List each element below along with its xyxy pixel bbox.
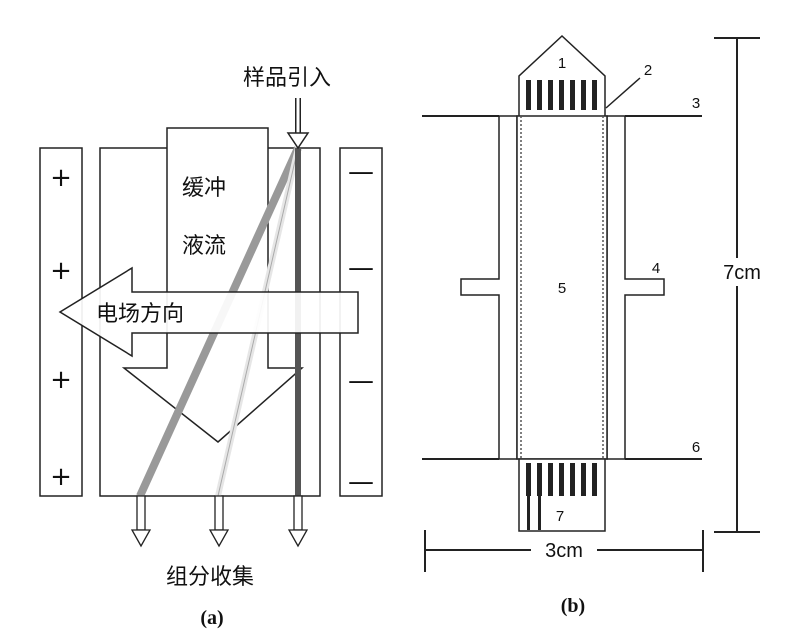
width-dimension <box>424 530 704 572</box>
sample-inlet-label: 样品引入 <box>243 66 331 91</box>
separation-chamber-b <box>516 115 608 460</box>
buffer-flow-arrow <box>121 127 304 443</box>
part-label-7: 7 <box>556 508 564 525</box>
left-electrode-chamber <box>460 115 518 460</box>
panel-b: 1 2 3 4 5 6 7 7cm 3cm (b) <box>422 34 761 617</box>
buffer-flow-label-1: 缓冲 <box>182 176 226 201</box>
panel-a: + + + + — — — — 缓冲 液流 电场方向 样品引入 <box>39 66 383 629</box>
height-dimension <box>714 37 760 533</box>
minus-sign-4: — <box>348 467 374 497</box>
collection-arrow-1-shaft <box>136 495 146 531</box>
collection-arrows <box>130 495 309 548</box>
width-dimension-label: 3cm <box>545 540 583 562</box>
electric-field-label: 电场方向 <box>96 302 184 327</box>
label-2-leader <box>605 77 641 109</box>
plus-sign-3: + <box>50 365 72 395</box>
collection-label: 组分收集 <box>166 565 254 590</box>
plus-sign-1: + <box>50 163 72 193</box>
part-label-6: 6 <box>692 439 700 456</box>
inlet-top-channels <box>526 80 597 110</box>
caption-b: (b) <box>561 595 585 617</box>
collection-arrow-2-head <box>208 529 230 548</box>
sample-inlet-arrowhead <box>286 132 310 150</box>
collection-arrow-3-head <box>287 529 309 548</box>
part-label-2: 2 <box>644 62 652 79</box>
part-label-3: 3 <box>692 95 700 112</box>
right-electrode-chamber <box>606 115 665 460</box>
part-label-1: 1 <box>558 55 566 72</box>
minus-sign-3: — <box>348 366 374 396</box>
plus-sign-4: + <box>50 462 72 492</box>
minus-sign-1: — <box>348 157 374 187</box>
plus-sign-2: + <box>50 256 72 286</box>
outlet-channels <box>526 463 597 530</box>
collection-arrow-3-shaft <box>293 495 303 531</box>
electric-field-arrow <box>58 266 359 358</box>
collection-arrow-2-shaft <box>214 495 224 531</box>
minus-sign-2: — <box>348 253 374 283</box>
buffer-flow-label-2: 液流 <box>182 234 226 259</box>
caption-a: (a) <box>200 607 223 629</box>
height-dimension-label: 7cm <box>723 262 761 284</box>
part-label-4: 4 <box>652 260 660 277</box>
collection-arrow-1-head <box>130 529 152 548</box>
part-label-5: 5 <box>558 280 566 297</box>
